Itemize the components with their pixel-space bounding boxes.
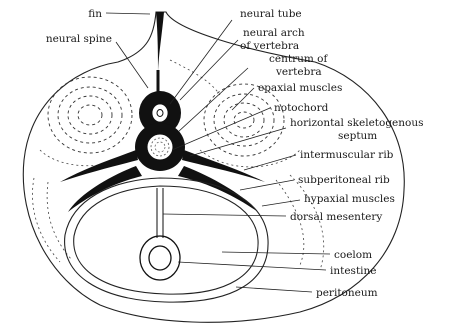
label-centrum: centrum of [269,53,328,65]
label-epaxial: epaxial muscles [258,82,342,94]
label-intestine: intestine [330,265,377,277]
label-neural-arch: neural arch [243,27,305,39]
label-hypaxial: hypaxial muscles [304,193,395,205]
label-peritoneum: peritoneum [316,287,378,299]
label-fin: fin [88,8,102,20]
fin-outline [156,12,164,76]
label-horizontal-septum-2: septum [338,130,377,142]
vertebra [135,91,185,171]
label-intermuscular-rib: intermuscular rib [300,149,394,161]
intestine [140,236,180,280]
label-subperitoneal-rib: subperitoneal rib [298,174,390,186]
label-coelom: coelom [334,249,372,261]
label-horizontal-septum: horizontal skeletogenous [290,117,424,129]
label-neural-arch-2: of vertebra [240,40,299,52]
label-dorsal-mesentery: dorsal mesentery [290,211,382,223]
neural-tube-lumen [152,104,168,122]
label-neural-spine: neural spine [46,33,112,45]
label-centrum-2: vertebra [275,66,322,78]
label-notochord: notochord [274,102,329,114]
label-neural-tube: neural tube [240,8,302,20]
